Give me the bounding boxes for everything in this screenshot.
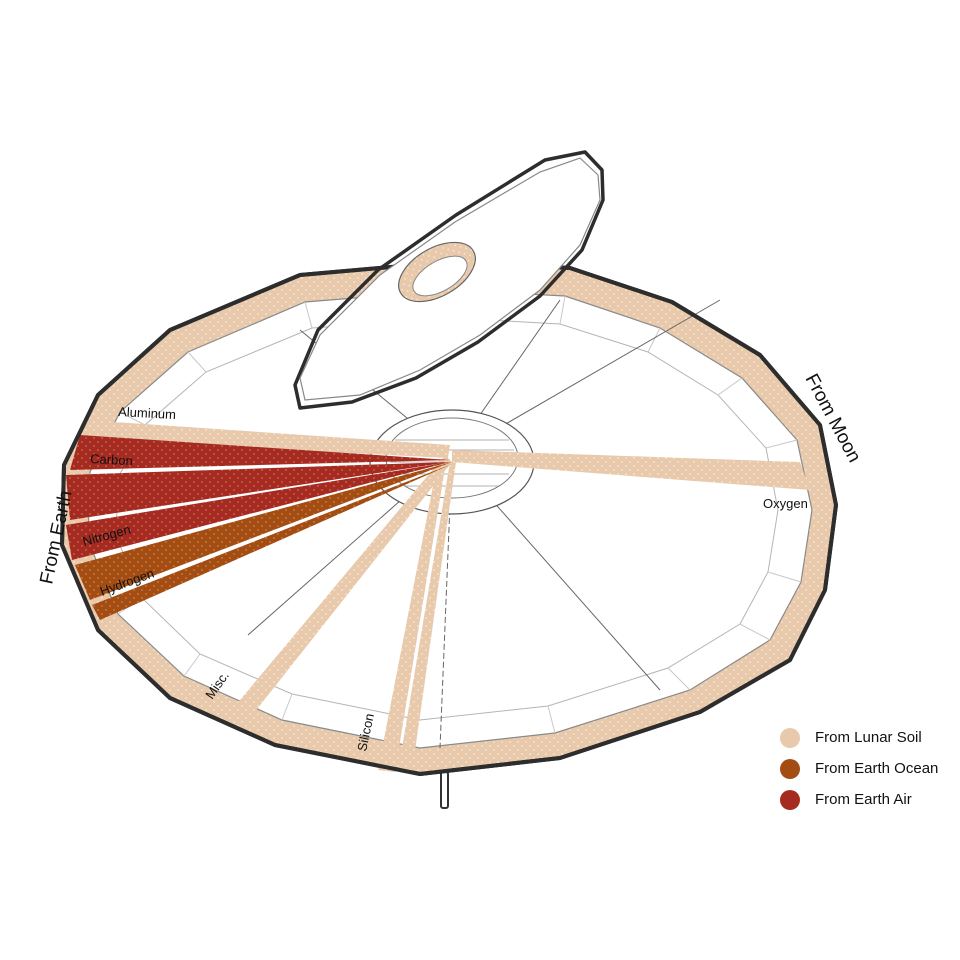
lunar-soil-bands (85, 420, 810, 772)
support-post (440, 771, 449, 809)
earth-air-bands (66, 435, 450, 560)
legend-label: From Earth Air (815, 791, 912, 808)
legend-item: From Earth Ocean (780, 753, 938, 784)
carbon-label: Carbon (90, 451, 133, 468)
mirror-disc (293, 150, 605, 410)
hydrogen-band-2 (92, 464, 452, 620)
silicon-band (378, 460, 446, 772)
carbon-band (70, 435, 450, 470)
oxygen-label: Oxygen (763, 496, 808, 511)
earth-ocean-bands (75, 462, 452, 620)
aluminum-label: Aluminum (118, 404, 177, 422)
nitrogen-band (66, 462, 450, 560)
misc-band (230, 455, 452, 718)
silicon-band-2 (398, 462, 456, 772)
aluminum-band (85, 420, 450, 458)
legend-swatch (780, 727, 800, 748)
legend-swatch (780, 789, 800, 810)
oxygen-band (452, 450, 810, 490)
legend-label: From Lunar Soil (815, 729, 922, 746)
hydrogen-band (75, 462, 452, 600)
outer-ring-edge (60, 260, 838, 776)
legend-item: From Earth Air (780, 784, 938, 815)
legend: From Lunar Soil From Earth Ocean From Ea… (780, 722, 938, 815)
legend-swatch (780, 758, 800, 779)
legend-item: From Lunar Soil (780, 722, 938, 753)
legend-label: From Earth Ocean (815, 760, 939, 777)
carbon-band-2 (66, 462, 450, 520)
